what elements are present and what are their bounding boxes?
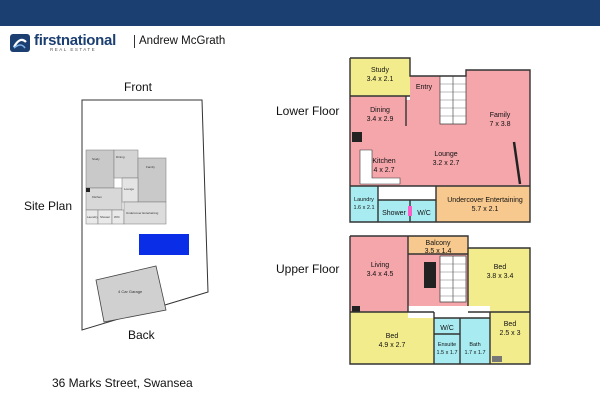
logo-emblem-icon	[10, 34, 30, 52]
balcony-dims: 3.5 x 1.4	[425, 248, 452, 255]
bed-1-dims: 3.8 x 3.4	[487, 273, 514, 280]
svg-text:Shower: Shower	[100, 215, 110, 219]
svg-text:Dining: Dining	[116, 155, 125, 159]
upper-floor-title: Upper Floor	[276, 262, 340, 276]
kitchen-bench	[359, 149, 401, 185]
kitchen-dims: 4 x 2.7	[373, 167, 394, 174]
laundry-dims: 1.6 x 2.1	[353, 205, 374, 211]
back-label: Back	[128, 328, 155, 342]
bed-2-dims: 2.5 x 3	[499, 330, 520, 337]
garage-label: 4 Car Garage	[118, 289, 143, 294]
lower-floor-title: Lower Floor	[276, 104, 340, 118]
entry-label: Entry	[416, 84, 433, 91]
svg-text:W/C: W/C	[114, 215, 121, 219]
room-bed-3	[350, 312, 434, 364]
room-wc	[410, 200, 436, 222]
shower-label: Shower	[382, 210, 406, 217]
room-bed-2	[490, 312, 530, 364]
bed-3-label: Bed	[386, 333, 399, 340]
room-family	[466, 70, 530, 186]
bath-dims: 1.7 x 1.7	[464, 350, 485, 356]
living-label: Living	[371, 262, 389, 269]
study-label: Study	[371, 67, 389, 74]
agency-logo: firstnational REAL ESTATE Andrew McGrath	[10, 32, 260, 54]
bed-1-label: Bed	[494, 264, 507, 271]
kitchen-label: Kitchen	[372, 158, 395, 165]
wc-label: W/C	[417, 210, 431, 217]
dining-label: Dining	[370, 107, 390, 114]
bath-label: Bath	[469, 342, 480, 348]
ensuite-dims: 1.5 x 1.7	[436, 350, 457, 356]
balcony-label: Balcony	[426, 240, 451, 247]
bed-3-dims: 4.9 x 2.7	[379, 342, 406, 349]
ensuite-label: Ensuite	[438, 342, 456, 348]
mini-floorplan: Study Dining Family Lounge Kitchen Laund…	[85, 149, 167, 225]
room-shower	[378, 200, 410, 222]
svg-text:Kitchen: Kitchen	[92, 195, 102, 199]
agent-name: Andrew McGrath	[134, 35, 225, 48]
property-address: 36 Marks Street, Swansea	[52, 376, 193, 390]
room-undercover-entertaining	[436, 186, 530, 222]
room-living	[350, 236, 408, 312]
brand-name: firstnational	[34, 32, 116, 49]
header-bar	[0, 0, 600, 26]
front-label: Front	[124, 80, 153, 94]
site-plan-title: Site Plan	[24, 199, 73, 213]
svg-text:Laundry: Laundry	[87, 215, 98, 219]
wc-upper-label: W/C	[440, 325, 454, 332]
room-study	[350, 58, 410, 96]
room-ensuite	[434, 334, 460, 364]
family-dims: 7 x 3.8	[489, 121, 510, 128]
living-dims: 3.4 x 4.5	[367, 271, 394, 278]
room-laundry	[350, 186, 378, 222]
room-bath	[460, 318, 490, 364]
svg-text:Lounge: Lounge	[124, 187, 134, 191]
lounge-dims: 3.2 x 2.7	[433, 160, 460, 167]
swimming-pool	[139, 234, 189, 255]
room-balcony	[408, 236, 468, 254]
upper-stairs	[439, 255, 467, 303]
entertaining-label: Undercover Entertaining	[447, 197, 523, 204]
room-bed-1	[468, 248, 530, 312]
lower-stairs	[439, 75, 467, 125]
room-entry	[410, 76, 440, 100]
dining-dims: 3.4 x 2.9	[367, 116, 394, 123]
garage-outline	[95, 265, 167, 323]
svg-text:Undercover Entertaining: Undercover Entertaining	[126, 211, 159, 215]
entertaining-dims: 5.7 x 2.1	[472, 206, 499, 213]
bed-2-label: Bed	[504, 321, 517, 328]
svg-text:Family: Family	[146, 165, 155, 169]
laundry-label: Laundry	[354, 197, 374, 203]
svg-text:Study: Study	[92, 157, 100, 161]
room-wc-upper	[434, 318, 460, 334]
study-dims: 3.4 x 2.1	[367, 76, 394, 83]
family-label: Family	[490, 112, 511, 119]
brand-subtitle: REAL ESTATE	[50, 47, 97, 52]
lounge-label: Lounge	[434, 151, 457, 158]
